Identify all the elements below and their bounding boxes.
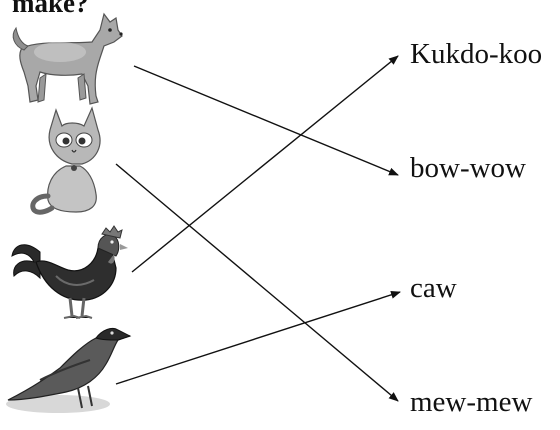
heading: make?: [12, 0, 89, 18]
rooster-icon: [11, 225, 128, 319]
cat-icon: [30, 106, 101, 215]
sound-label-kukdo-koo: Kukdo-koo: [410, 38, 543, 70]
sound-label-caw: caw: [410, 272, 457, 304]
dog-icon: [12, 12, 123, 105]
crow-icon: [6, 327, 132, 413]
sound-label-mew-mew: mew-mew: [410, 386, 533, 418]
sound-label-bow-wow: bow-wow: [410, 152, 526, 184]
